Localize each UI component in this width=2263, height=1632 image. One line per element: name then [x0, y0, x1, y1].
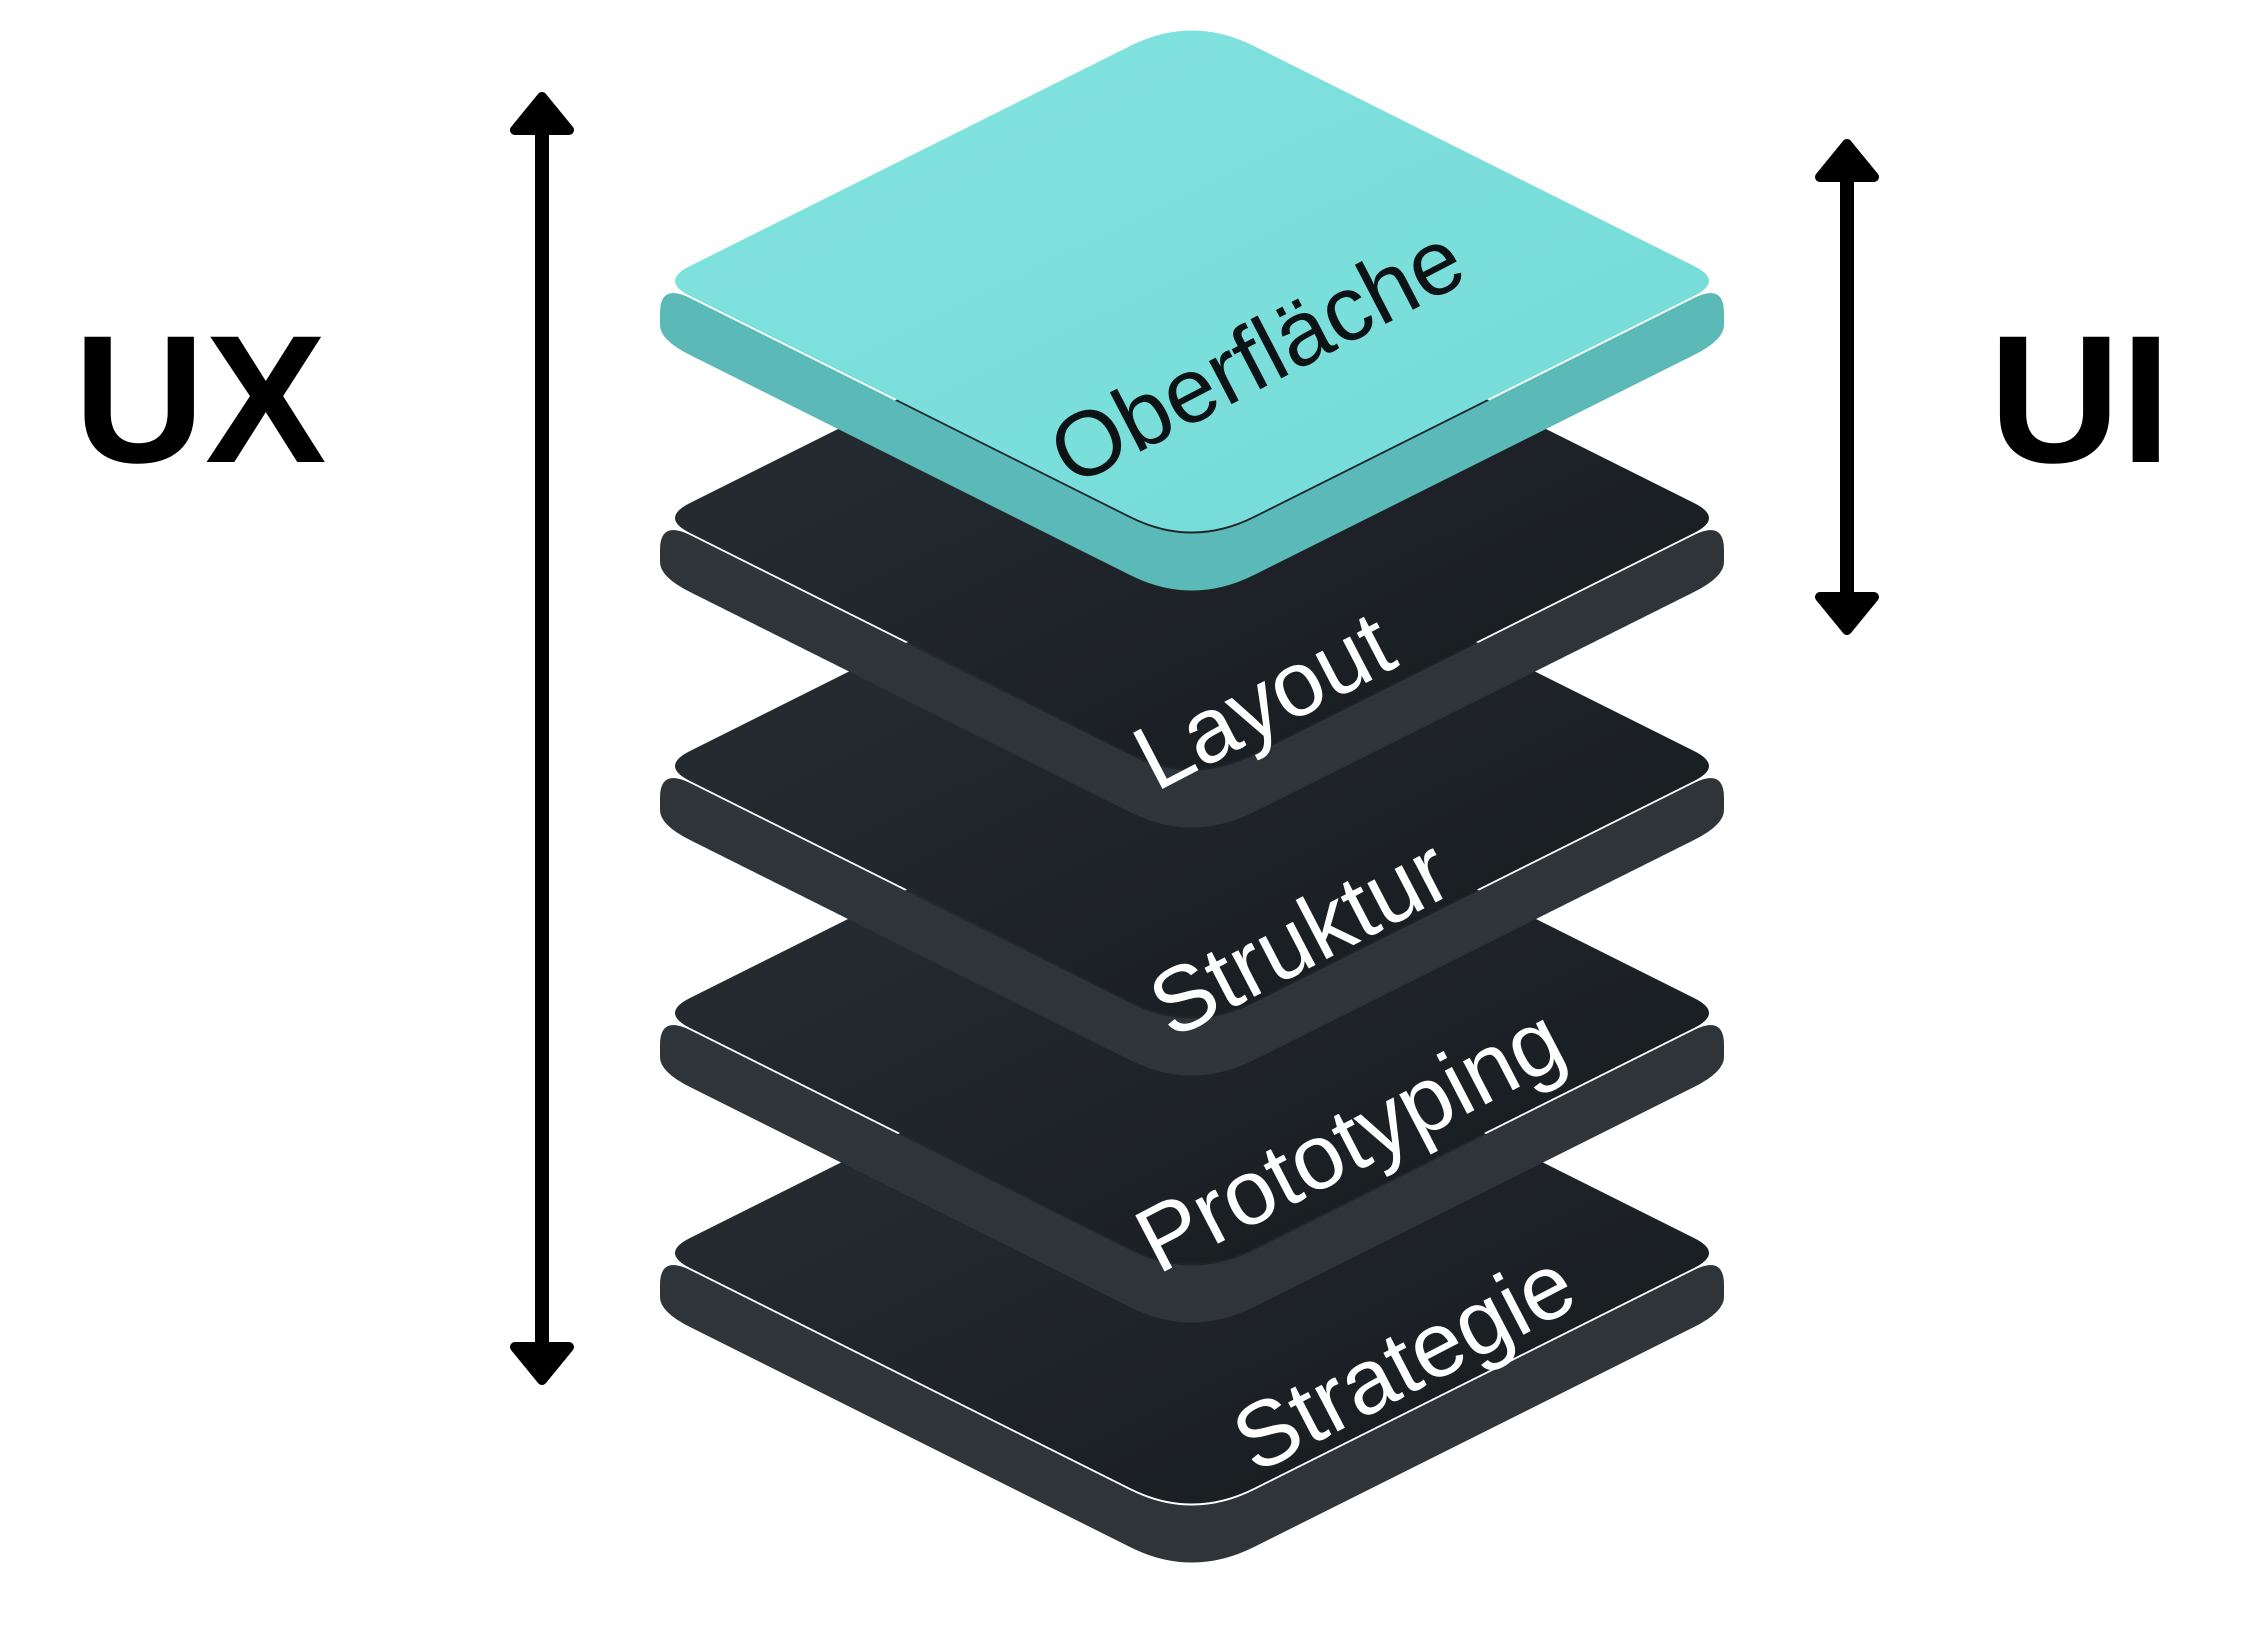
- layer-oberflaeche: Oberfläche: [660, 30, 1724, 591]
- ui-label: UI: [1989, 297, 2171, 501]
- ux-label: UX: [74, 297, 327, 501]
- ui-arrow: [1815, 139, 1879, 635]
- layer-stack: Strategie Prototyping Struktur Layout Ob…: [660, 30, 1724, 1563]
- ux-arrow: [510, 92, 574, 1385]
